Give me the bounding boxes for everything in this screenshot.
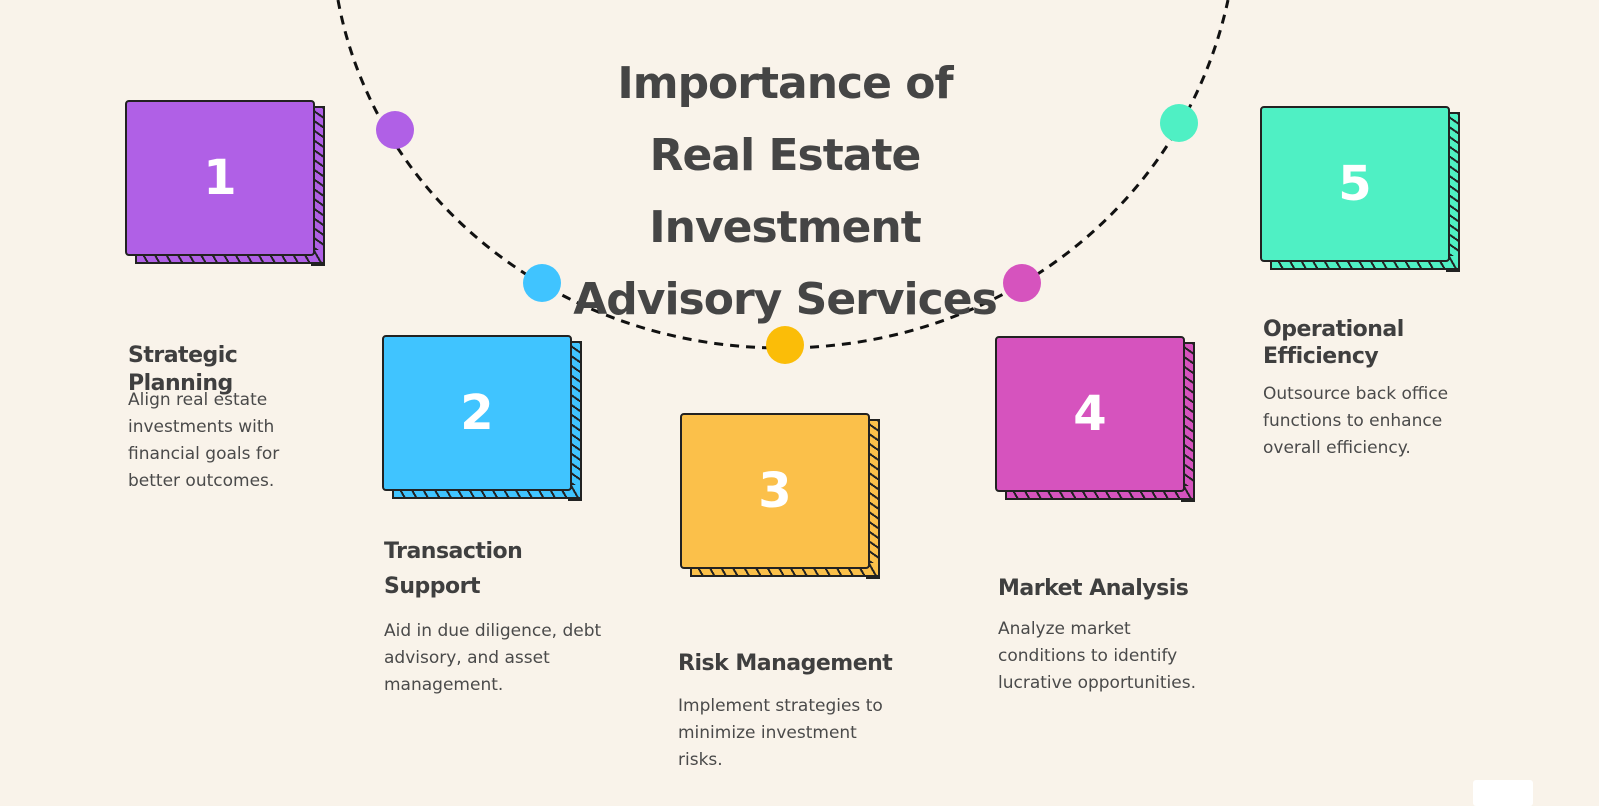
step-2-number: 2 [382,335,572,491]
step-5-description: Outsource back office functions to enhan… [1263,384,1449,458]
step-2-description: Aid in due diligence, debt advisory, and… [384,621,602,695]
step-1-description: Align real estate investments with finan… [128,390,280,491]
arc-dot-2 [523,264,561,302]
step-1-number: 1 [125,100,315,256]
step-2-heading: Transaction Support [384,539,523,599]
step-4-number: 4 [995,336,1185,492]
arc-dot-5 [1160,104,1198,142]
logo-icon [1473,780,1533,806]
step-1-heading: Strategic Planning [128,343,238,396]
step-3-number: 3 [680,413,870,569]
step-3-heading: Risk Management [678,651,893,676]
arc-dot-4 [1003,264,1041,302]
step-5-heading: Operational Efficiency [1263,317,1404,369]
page-title: Importance of Real Estate Investment Adv… [573,58,998,325]
arc-dot-1 [376,111,414,149]
step-5-number: 5 [1260,106,1450,262]
step-4-heading: Market Analysis [998,576,1189,601]
arc-dot-3 [766,326,804,364]
step-3-description: Implement strategies to minimize investm… [678,696,883,770]
step-4-description: Analyze market conditions to identify lu… [998,619,1196,693]
